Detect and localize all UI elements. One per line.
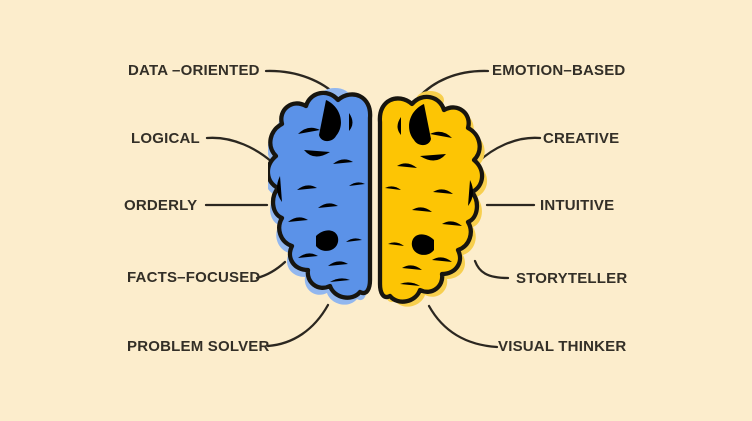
right-hemisphere-shadow-peek bbox=[416, 91, 444, 109]
leader-line-emotion-based bbox=[417, 69, 490, 99]
leader-line-data-oriented bbox=[264, 69, 339, 98]
label-visual-thinker: VISUAL THINKER bbox=[498, 338, 627, 355]
label-facts-focused: FACTS–FOCUSED bbox=[127, 269, 261, 286]
leader-line-problem-solver bbox=[266, 303, 330, 348]
right-hemisphere-folds bbox=[385, 104, 474, 286]
label-problem-solver: PROBLEM SOLVER bbox=[127, 338, 270, 355]
leader-line-logical bbox=[205, 136, 274, 164]
leader-line-creative bbox=[476, 136, 542, 164]
leader-line-facts-focused bbox=[255, 260, 287, 280]
leader-line-storyteller bbox=[473, 259, 510, 280]
leader-line-visual-thinker bbox=[427, 304, 499, 349]
left-hemisphere-folds bbox=[276, 100, 365, 282]
left-hemisphere-shadow-peek bbox=[320, 88, 350, 106]
label-creative: CREATIVE bbox=[543, 130, 620, 147]
brain-left-hemisphere bbox=[268, 93, 370, 298]
right-hemisphere-shadow bbox=[384, 101, 488, 307]
label-orderly: ORDERLY bbox=[124, 197, 198, 214]
label-intuitive: INTUITIVE bbox=[540, 197, 615, 214]
right-hemisphere-shape bbox=[380, 97, 482, 302]
left-hemisphere-shadow bbox=[268, 99, 368, 305]
label-storyteller: STORYTELLER bbox=[516, 270, 628, 287]
left-hemisphere-shape bbox=[268, 93, 370, 298]
label-emotion-based: EMOTION–BASED bbox=[492, 62, 626, 79]
brain-illustration bbox=[268, 88, 488, 307]
label-data-oriented: DATA –ORIENTED bbox=[128, 62, 260, 79]
label-logical: LOGICAL bbox=[131, 130, 200, 147]
brain-right-hemisphere bbox=[380, 97, 482, 302]
